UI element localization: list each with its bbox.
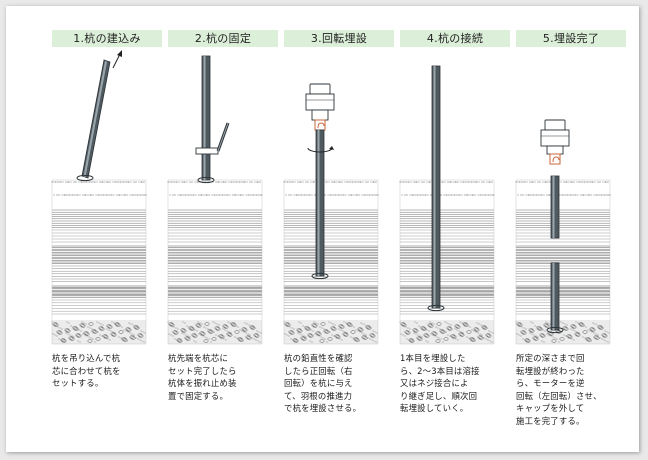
step-3: 3.回転埋設 杭の鉛直性を確認 したら正回転（右 回転）を杭に与え て、羽根 (283, 6, 398, 452)
step-1-description: 杭を吊り込んで杭 芯に合わせて杭を セットする。 (52, 353, 121, 389)
ground-block (399, 179, 495, 348)
buried-pile (546, 175, 564, 334)
step-5-label: 5.埋設完了 (516, 30, 626, 47)
drive-motor (305, 83, 335, 131)
step-5-description: 所定の深さまで回 転埋設が終わった ら、モーターを逆 回転（左回転）させ、 キャ… (516, 353, 602, 426)
step-5-illustration (515, 119, 611, 348)
tilted-pile (76, 59, 111, 182)
step-1-label: 1.杭の建込み (52, 30, 162, 47)
step-4: 4.杭の接続 1本目を埋設した ら、2〜3本目は溶接 又はネジ接合によ り継ぎ足… (399, 6, 514, 452)
steady-rest-clamp (195, 122, 230, 155)
construction-steps-panel: 1.杭の建込み 杭を吊り込んで杭 芯に合わせて杭を セットする。 2.杭の固定 (6, 6, 639, 452)
step-3-description: 杭の鉛直性を確認 したら正回転（右 回転）を杭に与え て、羽根の推進力 で杭を埋… (284, 353, 362, 414)
ground-block (51, 179, 147, 348)
ground-block (167, 179, 263, 348)
step-5: 5.埋設完了 所定の深さまで回 転埋設が終わった ら、モーターを逆 回転（左回転… (515, 6, 630, 452)
lift-arrow-icon (112, 50, 122, 69)
step-2-illustration (167, 55, 263, 348)
step-4-illustration (399, 65, 495, 348)
step-1: 1.杭の建込み 杭を吊り込んで杭 芯に合わせて杭を セットする。 (51, 6, 166, 452)
detached-motor (540, 119, 570, 165)
step-3-illustration (283, 83, 379, 348)
step-2-description: 杭先端を杭芯に セット完了したら 杭体を振れ止め装 置で固定する。 (168, 353, 237, 401)
step-4-label: 4.杭の接続 (400, 30, 510, 47)
connected-pile (427, 65, 445, 312)
rotating-pile (311, 129, 329, 280)
rotation-arrow-icon (307, 146, 334, 153)
step-2-label: 2.杭の固定 (168, 30, 278, 47)
vertical-pile (197, 55, 215, 184)
step-3-label: 3.回転埋設 (284, 30, 394, 47)
ground-block (283, 179, 379, 348)
step-1-illustration (51, 50, 147, 348)
step-4-description: 1本目を埋設した ら、2〜3本目は溶接 又はネジ接合によ り継ぎ足し、順次回 転… (400, 353, 480, 414)
ground-block (515, 179, 611, 348)
step-2: 2.杭の固定 杭先端を杭芯に セット完了したら 杭体を振れ止め装 置で固定する。 (167, 6, 282, 452)
